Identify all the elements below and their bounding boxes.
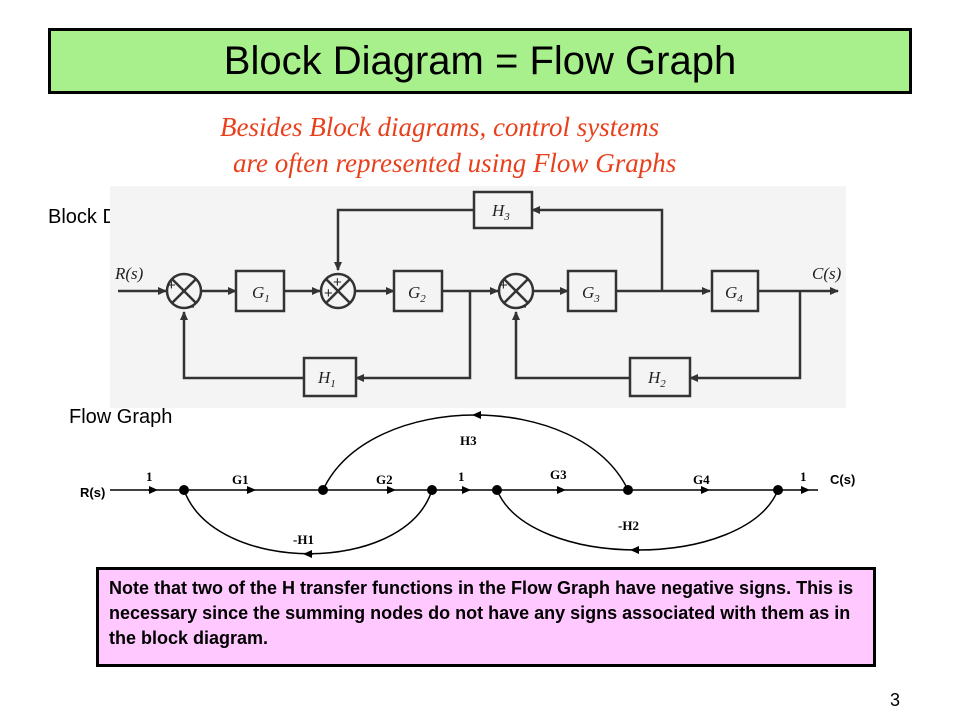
label-h2: H2 [647,368,666,390]
sum2-plus-left-sign: + [324,285,333,302]
node-3 [427,485,437,495]
block-h1 [302,356,358,398]
h2-input-path [689,291,802,382]
node-2 [318,485,328,495]
block-diagram [110,186,846,408]
block-g4 [710,269,760,313]
summing-junction-3 [497,272,535,310]
note-text: Note that two of the H transfer function… [109,578,854,648]
fg-mid-gain-label: 1 [458,469,465,484]
node-5 [623,485,633,495]
h1-output-path [180,311,304,380]
fg-out-gain-label: 1 [800,469,807,484]
h3-input-path [531,206,664,291]
label-g2: G2 [408,283,426,305]
node-6 [773,485,783,495]
sum1-plus-sign: + [167,277,176,294]
h1-input-path [355,291,472,382]
flow-graph [110,411,818,558]
sum1-minus-sign: − [186,299,195,316]
fg-h2-label: -H2 [618,518,639,533]
fg-input-label: R(s) [80,485,105,500]
bd-input-label: R(s) [114,264,144,283]
fg-h3-label: H3 [460,433,477,448]
node-1 [179,485,189,495]
sum3-minus-sign: − [518,299,527,316]
subtitle-line-2: are often represented using Flow Graphs [233,148,677,178]
fg-h1-label: -H1 [293,532,314,547]
note-box: Note that two of the H transfer function… [96,567,876,667]
block-g3 [566,269,618,313]
title-box: Block Diagram = Flow Graph [48,28,912,94]
summing-junction-1 [165,272,203,310]
fg-g4-label: G4 [693,472,710,487]
fg-g1-label: G1 [232,472,249,487]
fg-output-label: C(s) [830,472,855,487]
block-h3 [472,190,534,230]
sum2-plus-top-sign: + [333,274,342,291]
summing-junction-2 [319,272,357,310]
fg-in-gain-label: 1 [146,469,153,484]
sum3-plus-sign: + [499,277,508,294]
slide-title: Block Diagram = Flow Graph [223,38,737,83]
fg-g3-label: G3 [550,467,567,482]
label-h1: H1 [317,368,336,390]
block-g1 [234,269,286,313]
label-h3: H3 [491,201,510,223]
label-g4: G4 [725,283,743,305]
branch-h3-arc [322,414,629,491]
h3-output-path [334,208,474,271]
h2-output-path [512,311,630,380]
bd-output-label: C(s) [812,264,842,283]
block-h2 [628,356,692,398]
node-4 [492,485,502,495]
block-g2 [392,269,444,313]
fg-g2-label: G2 [376,472,393,487]
label-g3: G3 [582,283,600,305]
subtitle-line-1: Besides Block diagrams, control systems [220,112,660,142]
page-number: 3 [890,690,901,710]
flow-graph-label: Flow Graph [69,406,173,428]
label-g1: G1 [252,283,270,305]
